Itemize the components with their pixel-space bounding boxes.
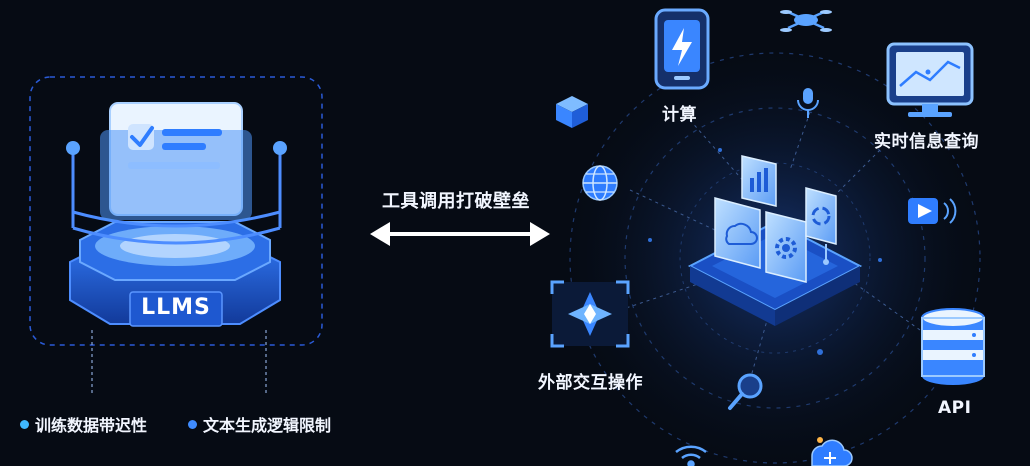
target-star-icon <box>550 280 630 348</box>
play-sound-icon <box>908 198 957 224</box>
connector-label: 工具调用打破壁垒 <box>382 191 530 212</box>
orbit-mid <box>624 107 926 409</box>
limitation-item-training-data: 训练数据带迟性 <box>20 412 147 436</box>
orbit-outer <box>569 52 981 464</box>
checkmark-icon <box>128 124 154 150</box>
llm-module <box>29 76 323 394</box>
tool-label-api: API <box>938 398 972 418</box>
orbit-inner <box>679 162 871 354</box>
microphone-icon <box>797 88 819 118</box>
double-arrow <box>370 222 550 246</box>
card-chart-icon <box>741 155 777 207</box>
card-gear-icon <box>765 211 807 283</box>
magnifier-icon <box>728 373 763 410</box>
cube-icon <box>556 96 588 128</box>
limitation-label: 文本生成逻辑限制 <box>203 416 332 435</box>
monitor-chart-icon <box>886 42 974 117</box>
llms-label: LLMS <box>141 295 211 320</box>
database-icon <box>921 308 985 385</box>
card-cloud-icon <box>714 197 761 269</box>
limitation-item-text-generation: 文本生成逻辑限制 <box>188 412 331 436</box>
wifi-icon <box>675 445 707 466</box>
llms-badge <box>129 291 223 327</box>
drone-icon <box>780 10 832 32</box>
llm-node-right <box>273 141 287 155</box>
tool-label-compute: 计算 <box>662 105 697 125</box>
central-platform <box>687 155 863 326</box>
globe-icon <box>582 165 618 201</box>
card-sync-icon <box>805 187 837 245</box>
llm-node-left <box>66 141 80 155</box>
tool-network <box>550 8 985 466</box>
limitation-dot <box>20 419 29 429</box>
limitation-dot <box>188 419 197 429</box>
tool-label-realtime: 实时信息查询 <box>874 132 979 152</box>
cloud-plus-icon <box>811 437 853 466</box>
phone-lightning-icon <box>654 8 710 90</box>
limitation-label: 训练数据带迟性 <box>35 416 148 435</box>
tool-label-external: 外部交互操作 <box>538 373 643 393</box>
